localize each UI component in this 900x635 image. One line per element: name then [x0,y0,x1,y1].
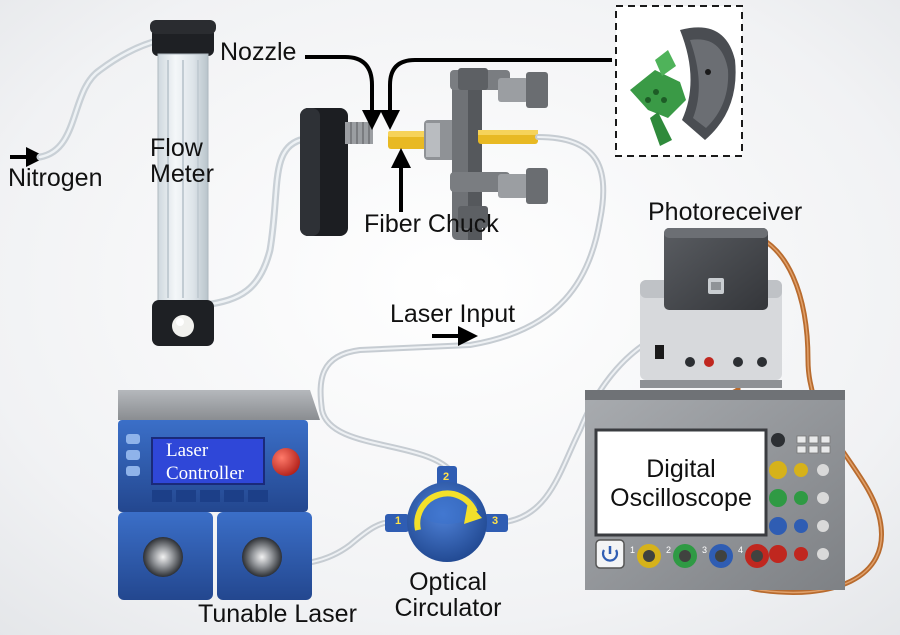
scope-channel-1: 1 [630,545,636,555]
flow-meter-label-line2: Meter [150,159,214,188]
optical-circulator-label: Optical Circulator [390,568,506,622]
scope-channel-3: 3 [702,545,708,555]
photoreceiver-label: Photoreceiver [648,198,803,226]
oscilloscope-screen-line2: Oscilloscope [610,483,752,512]
nozzle-label: Nozzle [220,38,297,66]
nitrogen-label: Nitrogen [8,164,103,192]
nozzle-inset [615,5,743,157]
optical-circulator [385,466,508,562]
laser-controller-screen-line1: Laser [166,440,209,461]
flow-meter-label: Flow Meter [150,134,214,188]
oscilloscope-screen: Digital Oscilloscope [598,455,764,513]
laser-input-label: Laser Input [390,300,516,328]
laser-controller-screen: Laser Controller [166,440,244,486]
circulator-port-2: 2 [443,471,450,483]
optical-circulator-label-line2: Circulator [394,593,502,622]
laser-system [118,390,320,600]
inset-pointer-arrow-icon [380,58,612,130]
flow-meter [150,20,216,346]
digital-oscilloscope [585,390,845,590]
flow-meter-label-line1: Flow [150,134,203,162]
scope-channel-2: 2 [666,545,672,555]
oscilloscope-screen-line1: Digital [646,455,716,483]
gas-tubing-highlight [38,38,302,307]
tunable-laser-label: Tunable Laser [198,600,357,628]
mounting-bracket [300,108,373,236]
laser-controller-screen-line2: Controller [166,462,245,484]
fiber-chuck-label: Fiber Chuck [364,210,499,238]
scope-channel-4: 4 [738,545,744,555]
fiber-chuck-assembly [388,68,548,240]
nozzle-arrow-icon [305,55,382,130]
optical-circulator-label-line1: Optical [409,568,487,596]
circulator-port-1: 1 [395,515,402,527]
circulator-port-3: 3 [492,515,499,527]
photoreceiver [640,228,782,388]
